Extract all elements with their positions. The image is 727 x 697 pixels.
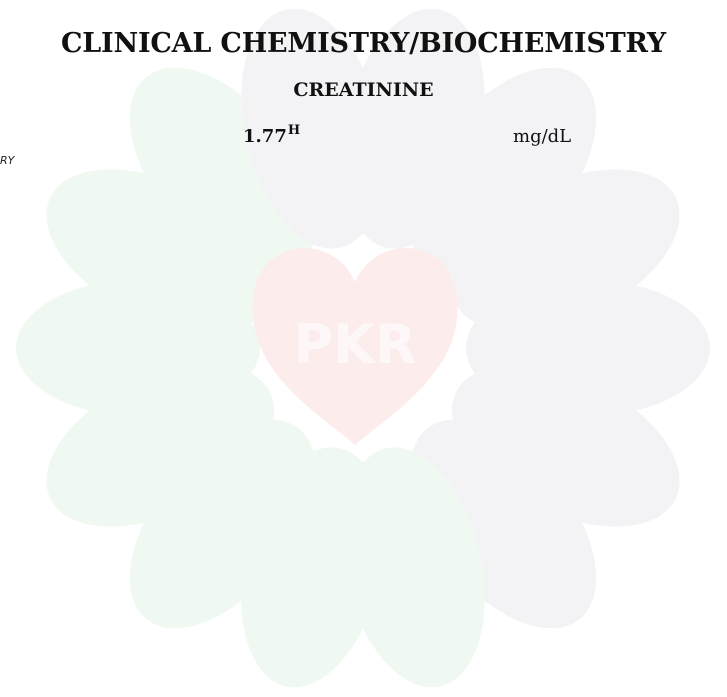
clipped-side-label: RY <box>0 154 15 167</box>
watermark-petal <box>241 447 385 688</box>
result-value-cell: 1.77H <box>243 123 301 147</box>
watermark-petal <box>129 419 316 629</box>
watermark-petal <box>46 169 275 332</box>
watermark-petal <box>410 419 597 629</box>
watermark-petal <box>451 364 680 527</box>
watermark-petal <box>129 67 316 277</box>
watermark-heart <box>252 248 458 445</box>
watermark-petal <box>46 364 275 527</box>
watermark-text: PKR <box>293 313 416 376</box>
watermark-petal <box>410 67 597 277</box>
watermark-petals <box>16 8 710 688</box>
watermark-petal <box>451 169 680 332</box>
high-flag: H <box>287 123 301 138</box>
result-value: 1.77 <box>243 126 287 147</box>
watermark-petal <box>466 280 710 416</box>
result-unit: mg/dL <box>513 126 572 147</box>
section-title: CLINICAL CHEMISTRY/BIOCHEMISTRY <box>60 28 666 59</box>
test-name: CREATININE <box>293 79 434 101</box>
watermark-petal <box>341 447 485 688</box>
watermark-petal <box>16 280 260 416</box>
